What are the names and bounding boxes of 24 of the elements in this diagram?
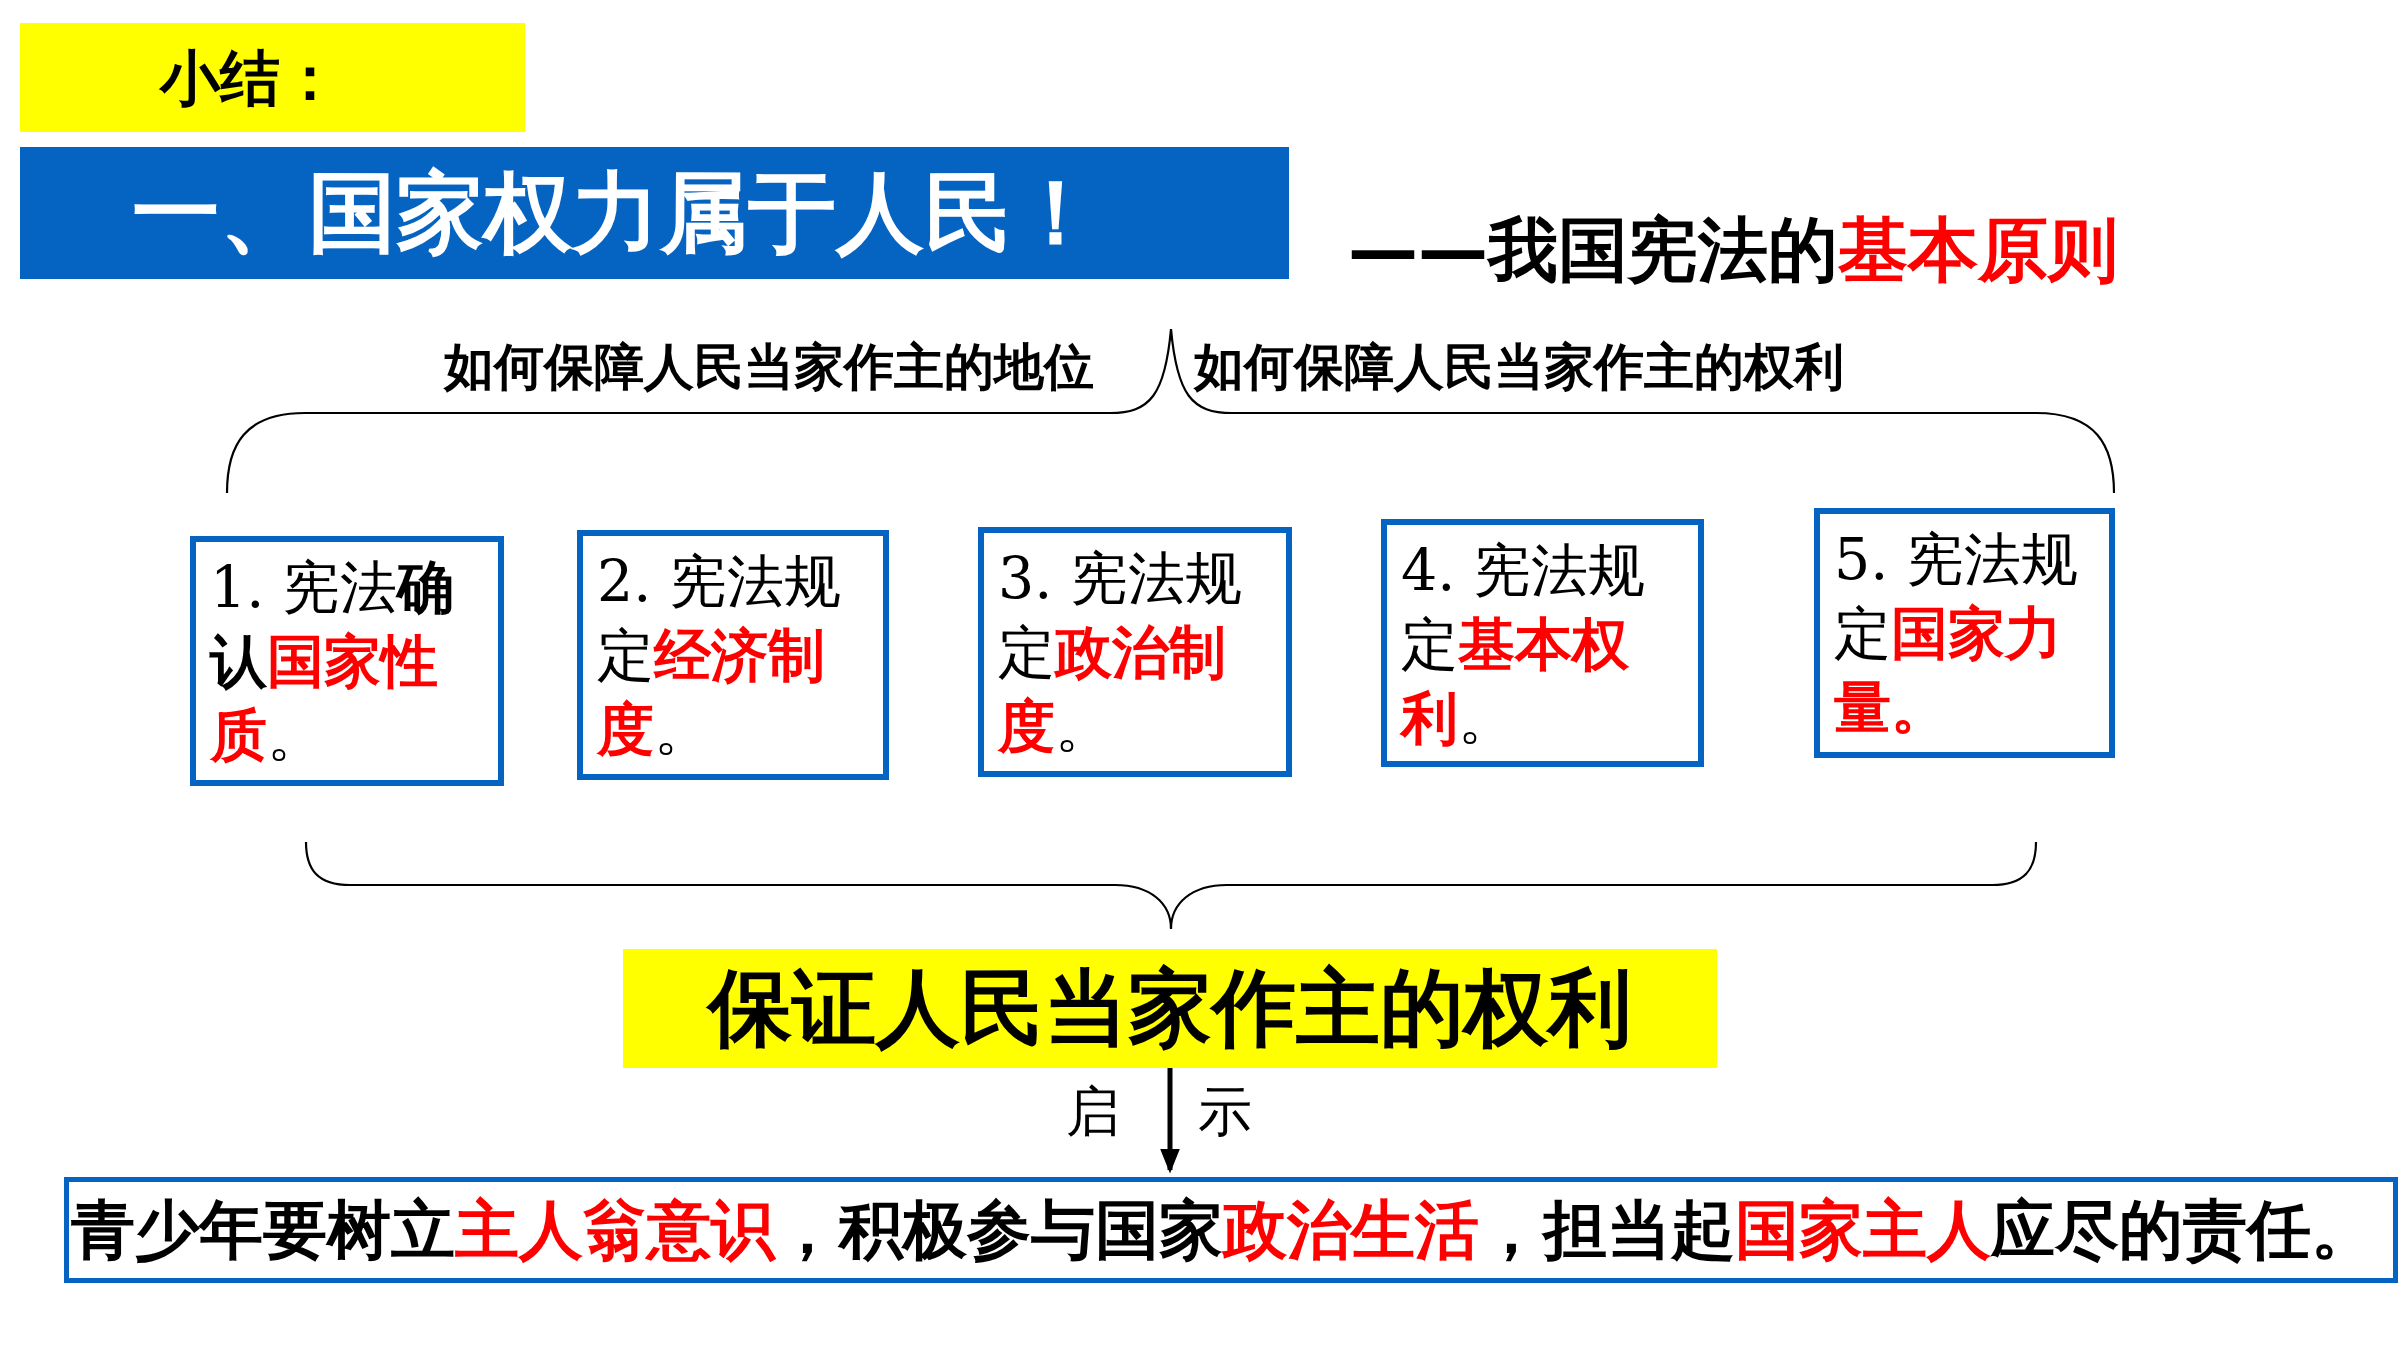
point-text: 3. 宪法规定政治制度。	[998, 544, 1243, 761]
point-text: 5. 宪法规定国家力量。	[1834, 525, 2079, 742]
annotation-text: 示	[1198, 1082, 1252, 1142]
subtitle: ——我国宪法的基本原则	[1348, 212, 2118, 289]
takeaway-box	[64, 1177, 2398, 1283]
point-box	[577, 530, 889, 780]
heading-text: 小结：	[160, 44, 340, 111]
title-banner	[20, 147, 1289, 279]
point-box	[978, 527, 1292, 777]
point-text: 1. 宪法确认国家性质。	[210, 553, 455, 770]
point-box	[1381, 519, 1704, 767]
conclusion-banner	[623, 949, 1717, 1068]
point-box	[190, 536, 504, 786]
point-text: 2. 宪法规定经济制度。	[597, 547, 842, 764]
brace-label: 如何保障人民当家作主的权利	[1194, 340, 1844, 395]
annotation-text: 启	[1066, 1082, 1120, 1142]
takeaway-text: 青少年要树立主人翁意识，积极参与国家政治生活，担当起国家主人应尽的责任。	[71, 1194, 2375, 1266]
arrow	[1160, 1068, 1180, 1174]
brace-label: 如何保障人民当家作主的地位	[444, 340, 1094, 395]
point-text: 4. 宪法规定基本权利。	[1401, 536, 1646, 753]
title-text: 一、国家权力属于人民！	[132, 164, 1100, 262]
heading-tag	[20, 23, 525, 132]
point-box	[1814, 508, 2115, 758]
conclusion-text: 保证人民当家作主的权利	[708, 962, 1632, 1055]
